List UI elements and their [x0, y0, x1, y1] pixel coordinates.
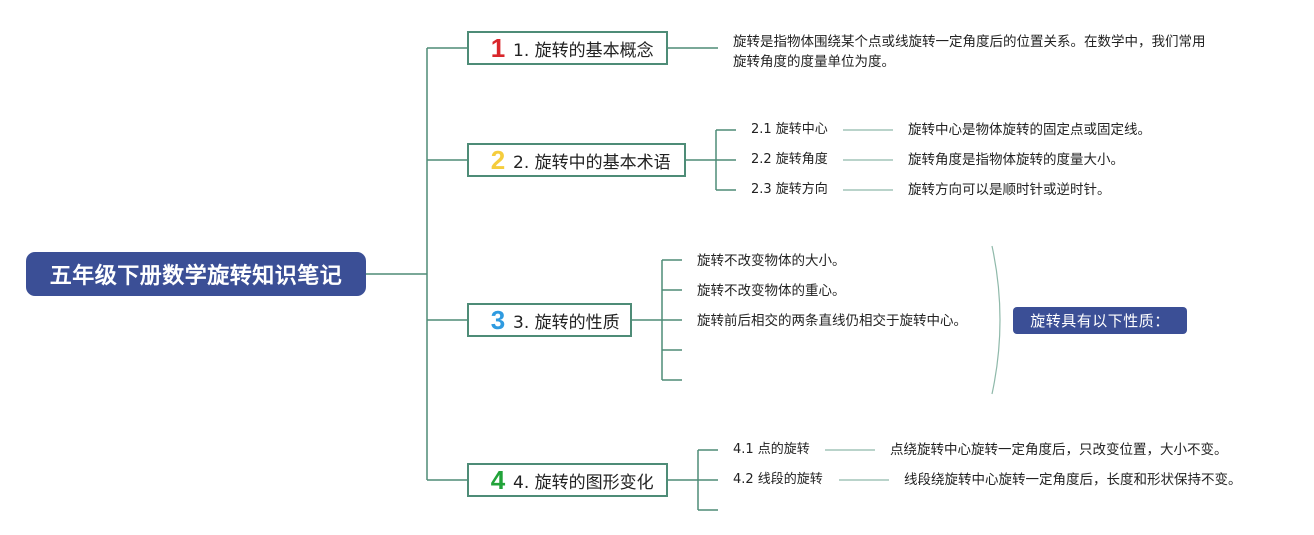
- number-2-icon: 2: [490, 145, 506, 175]
- subtopic-2-1-desc: 旋转中心是物体旋转的固定点或固定线。: [908, 122, 1151, 138]
- number-1-icon: 1: [490, 33, 506, 63]
- subtopic-2-2-desc: 旋转角度是指物体旋转的度量大小。: [908, 152, 1124, 168]
- root-node[interactable]: 五年级下册数学旋转知识笔记: [26, 252, 366, 296]
- topic-node-4[interactable]: 4 4. 旋转的图形变化: [467, 463, 668, 497]
- subtopic-2-2[interactable]: 2.2 旋转角度: [751, 152, 828, 167]
- subtopic-2-1[interactable]: 2.1 旋转中心: [751, 122, 828, 137]
- topic-label: 2. 旋转中的基本术语: [513, 152, 671, 173]
- topic-node-3[interactable]: 3 3. 旋转的性质: [467, 303, 632, 337]
- topic-1-note-line-1: 旋转是指物体围绕某个点或线旋转一定角度后的位置关系。在数学中，我们常用: [733, 34, 1206, 50]
- topic-1-note-line-2: 旋转角度的度量单位为度。: [733, 54, 895, 70]
- property-item-2[interactable]: 旋转不改变物体的重心。: [697, 283, 846, 299]
- subtopic-4-1-desc: 点绕旋转中心旋转一定角度后，只改变位置，大小不变。: [890, 442, 1228, 458]
- subtopic-4-2-desc: 线段绕旋转中心旋转一定角度后，长度和形状保持不变。: [904, 472, 1242, 488]
- subtopic-4-2[interactable]: 4.2 线段的旋转: [733, 472, 823, 487]
- property-item-3[interactable]: 旋转前后相交的两条直线仍相交于旋转中心。: [697, 313, 967, 329]
- topic-label: 3. 旋转的性质: [513, 312, 620, 333]
- number-3-icon: 3: [490, 305, 506, 335]
- topic-node-1[interactable]: 1 1. 旋转的基本概念: [467, 31, 668, 65]
- subtopic-4-1[interactable]: 4.1 点的旋转: [733, 442, 810, 457]
- subtopic-2-3-desc: 旋转方向可以是顺时针或逆时针。: [908, 182, 1111, 198]
- topic-node-2[interactable]: 2 2. 旋转中的基本术语: [467, 143, 686, 177]
- number-4-icon: 4: [490, 465, 506, 495]
- property-item-1[interactable]: 旋转不改变物体的大小。: [697, 253, 846, 269]
- subtopic-2-3[interactable]: 2.3 旋转方向: [751, 182, 828, 197]
- topic-label: 1. 旋转的基本概念: [513, 40, 654, 61]
- topic-label: 4. 旋转的图形变化: [513, 472, 654, 493]
- summary-callout[interactable]: 旋转具有以下性质：: [1013, 307, 1187, 334]
